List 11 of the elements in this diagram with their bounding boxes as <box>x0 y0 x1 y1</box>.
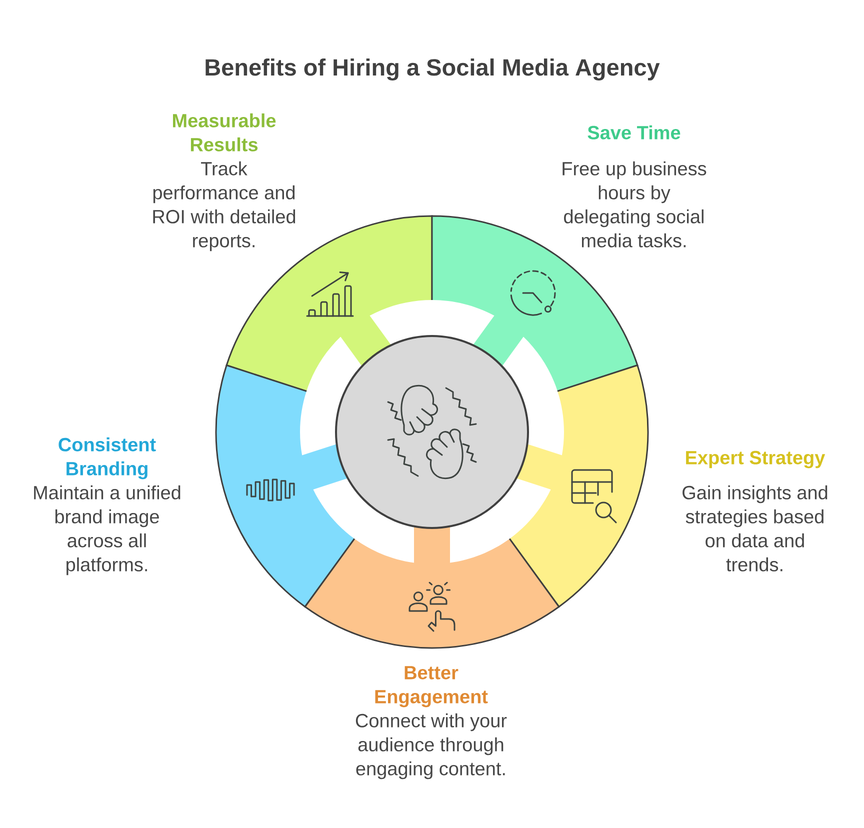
description-text: Free up business hours by delegating social media tasks. <box>562 161 706 248</box>
heading: Measurable Results <box>173 113 276 152</box>
heading: Save Time <box>588 125 680 140</box>
heading: Better Engagement <box>375 666 488 708</box>
description-text: Connect with your audience through engaging content. <box>356 713 507 780</box>
title: Benefits of Hiring a Social Media Agency <box>206 58 660 80</box>
heading: Consistent Branding <box>58 437 156 480</box>
description-text: Gain insights and strategies based on data and trends. <box>682 485 828 572</box>
heading: Expert Strategy <box>686 450 826 468</box>
description-text: Maintain a unified brand image across all platforms. <box>34 485 180 576</box>
description-text: Track performance and ROI with detailed reports. <box>153 161 296 252</box>
